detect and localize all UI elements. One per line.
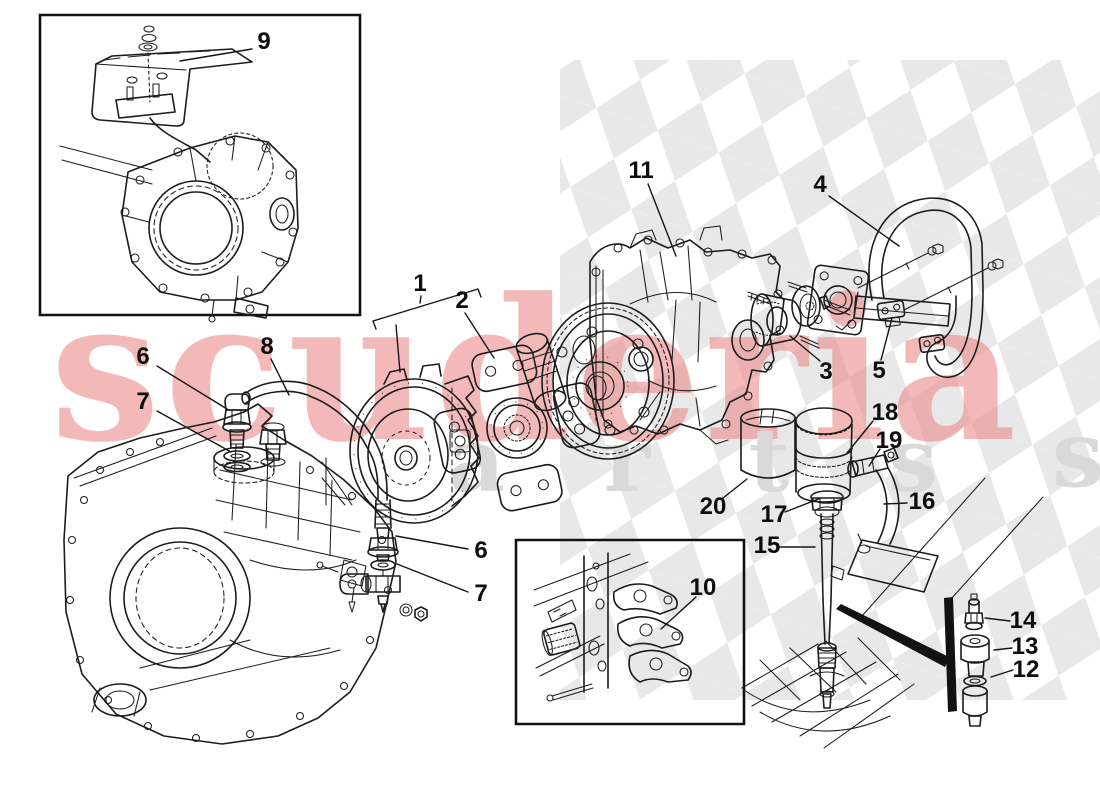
gearbox-housing [64, 404, 396, 744]
inset-box-top-left [40, 15, 360, 315]
inset-heat-shield [40, 15, 360, 322]
oil-sender-and-washers [223, 394, 286, 472]
clutch-disc [422, 333, 612, 523]
clutch-housing [590, 226, 784, 444]
guard-and-brackets [836, 198, 1003, 377]
inset-selector-detail [516, 540, 744, 724]
filter-and-dipstick-assembly [741, 408, 1043, 748]
clutch-hose-and-fittings [242, 381, 427, 621]
bearing-and-flange [748, 265, 869, 348]
pressure-plate [350, 364, 479, 523]
inset-box-bottom-center [516, 540, 744, 724]
